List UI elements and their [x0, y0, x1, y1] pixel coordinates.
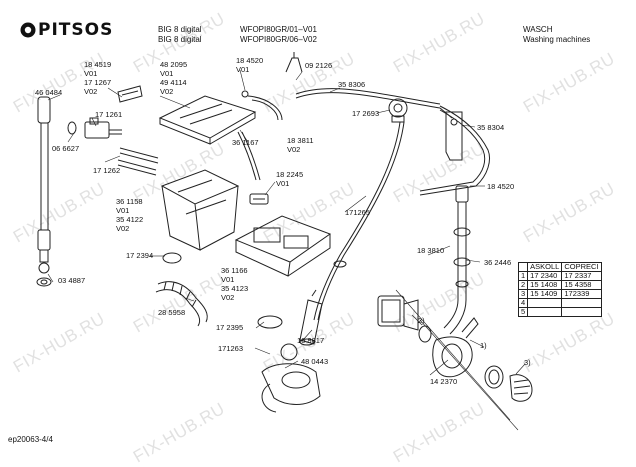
part-label: 48 0443	[301, 357, 329, 366]
top-distributor	[158, 90, 257, 145]
reference-lines	[395, 289, 519, 431]
part-label: 1)	[480, 341, 487, 350]
part-label: 28 5958	[158, 308, 186, 317]
part-label: 36 2446	[484, 258, 512, 267]
table-cell	[527, 298, 563, 308]
category-de: WASCH	[523, 25, 553, 34]
detergent-drawer-housing	[160, 169, 240, 251]
table-cell: 15 1409	[527, 289, 563, 299]
part-label: 16 8817	[297, 336, 325, 345]
part-label: 18 3810	[417, 246, 445, 255]
sump-assembly	[261, 343, 321, 413]
inlet-valve	[67, 117, 122, 139]
part-label: 171263	[218, 344, 244, 353]
part-label: 17 2394	[126, 251, 154, 260]
part-label: 35 8306	[338, 80, 366, 89]
category-en: Washing machines	[523, 35, 591, 44]
part-label: 18 4520	[487, 182, 515, 191]
table-row: 4	[517, 298, 602, 308]
seal-ring-2	[257, 315, 283, 329]
brand-logo-text: PITSOS	[38, 20, 114, 40]
small-bracket	[117, 85, 143, 103]
pump-filter	[484, 365, 533, 402]
part-label: 2)	[418, 316, 425, 325]
model-number-1: WFOPI80GR/01–V01	[240, 25, 317, 34]
part-label: 3)	[524, 358, 531, 367]
model-number-2: WFOPI80GR/06–V02	[240, 35, 317, 44]
wiring-tube	[313, 121, 405, 321]
part-label: 171265	[345, 208, 371, 217]
drain-pump	[377, 295, 479, 378]
left-drain-hose	[36, 96, 52, 287]
air-chamber	[439, 107, 463, 161]
part-label: 03 4887	[58, 276, 86, 285]
upper-pipe	[247, 95, 283, 121]
part-label: 17 1262	[93, 166, 121, 175]
part-label: 35 8304	[477, 123, 505, 132]
part-label: 46 0484	[35, 88, 63, 97]
table-cell	[561, 307, 602, 317]
table-cell: 172339	[561, 289, 602, 299]
model-name-2: BIG 8 digital	[158, 35, 202, 44]
long-tube	[295, 88, 441, 109]
part-label: 17 2395	[216, 323, 244, 332]
table-cell	[561, 298, 602, 308]
right-pipe	[419, 105, 490, 196]
table-cell: 5	[517, 307, 529, 317]
bellows-hose	[155, 281, 208, 327]
part-label: 36 1167	[232, 138, 259, 147]
short-pipes	[117, 147, 159, 176]
part-label: 17 1261	[95, 110, 123, 119]
hose-clip	[285, 52, 303, 73]
heater-element	[299, 289, 323, 346]
small-hoses	[237, 131, 261, 181]
document-id: ep20063-4/4	[8, 435, 53, 444]
model-name-1: BIG 8 digital	[158, 25, 202, 34]
part-label: 06 6627	[52, 144, 80, 153]
part-label: 09 2126	[305, 61, 333, 70]
vertical-drain-pipe	[443, 185, 471, 335]
table-cell	[527, 307, 563, 317]
pressure-switch	[388, 98, 408, 123]
detergent-drawer	[234, 215, 332, 277]
table-row: 5	[517, 307, 602, 317]
pitsos-logo-icon	[20, 22, 36, 43]
part-label: 14 2370	[430, 377, 458, 386]
part-label: 17 2693	[352, 109, 380, 118]
seal-ring-1	[162, 252, 182, 264]
latch-part	[249, 193, 269, 205]
exploded-parts-drawing	[36, 52, 533, 431]
